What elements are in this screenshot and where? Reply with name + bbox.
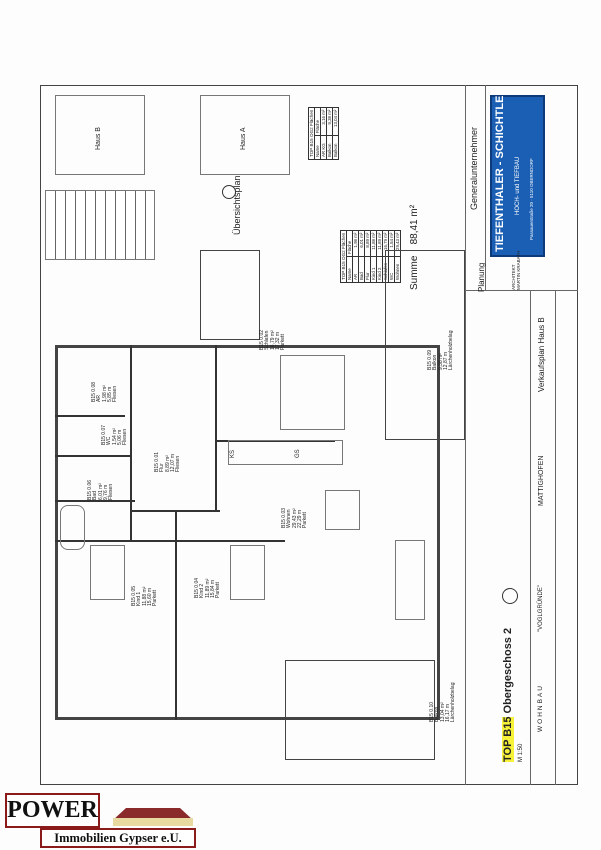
project-name: "VOGLGRÜNDE" bbox=[538, 585, 544, 632]
drawing-frame bbox=[40, 85, 578, 785]
plan-type: Verkaufsplan Haus B bbox=[537, 317, 546, 392]
staircase bbox=[45, 190, 155, 260]
location: MATTIGHOFEN bbox=[538, 455, 545, 506]
company-sub: HOCH- und TIEFBAU bbox=[515, 156, 521, 215]
bathtub bbox=[60, 505, 85, 550]
company-address: Passauerstraße 20 · 5110 OBERNDORF bbox=[529, 158, 534, 240]
dining-table bbox=[325, 490, 360, 530]
contractor-logo bbox=[490, 95, 545, 257]
category: WOHNBAU bbox=[537, 684, 544, 732]
wall bbox=[175, 510, 177, 720]
general-contractor-label: Generalunternehmer bbox=[469, 126, 479, 210]
overview-haus-b bbox=[55, 95, 145, 175]
sofa bbox=[395, 540, 425, 620]
area-table-title: TOP B15 OG2 Flächen bbox=[340, 230, 347, 283]
overview-haus-a-label: Haus A bbox=[240, 127, 247, 150]
balcony-09 bbox=[385, 250, 465, 440]
overview-title: Übersichtsplan bbox=[232, 175, 242, 235]
wall bbox=[55, 500, 135, 502]
company-name: TIEFENTHALER - SCHICHTLE bbox=[494, 95, 506, 252]
fridge-label: KS bbox=[230, 449, 236, 458]
wall bbox=[130, 345, 132, 540]
planning-label: Planung bbox=[477, 262, 486, 292]
dishwasher-label: GS bbox=[295, 449, 301, 458]
wall bbox=[215, 440, 335, 442]
bed bbox=[230, 545, 265, 600]
divider bbox=[465, 290, 578, 291]
divider bbox=[465, 85, 466, 785]
house-logo-icon bbox=[108, 800, 198, 826]
north-arrow-icon bbox=[222, 185, 236, 199]
scale: M 1:50 bbox=[518, 743, 524, 762]
architect: ARCHITEKT MARTIN KRABATH bbox=[511, 250, 521, 290]
balcony-10 bbox=[285, 660, 435, 760]
wall bbox=[55, 540, 285, 542]
wall bbox=[55, 455, 130, 457]
north-arrow-icon bbox=[502, 588, 518, 604]
bed bbox=[90, 545, 125, 600]
overview-haus-a bbox=[200, 95, 290, 175]
plan-title: TOP B15 Obergeschoss 2 bbox=[502, 627, 514, 762]
overview-haus-b-label: Haus B bbox=[95, 127, 102, 150]
wall bbox=[55, 415, 125, 417]
extra-table-title: TOP B15 OG2 Flächen bbox=[308, 107, 315, 160]
agency-logo-name: Immobilien Gypser e.U. bbox=[40, 828, 196, 848]
agency-logo-power: POWER bbox=[5, 793, 100, 828]
elevator-shaft bbox=[200, 250, 260, 340]
apartment-outline bbox=[55, 345, 440, 720]
divider bbox=[555, 290, 556, 785]
wall bbox=[215, 345, 217, 510]
kitchen-counter bbox=[228, 440, 343, 465]
divider bbox=[530, 290, 531, 785]
bed bbox=[280, 355, 345, 430]
divider bbox=[485, 85, 486, 290]
